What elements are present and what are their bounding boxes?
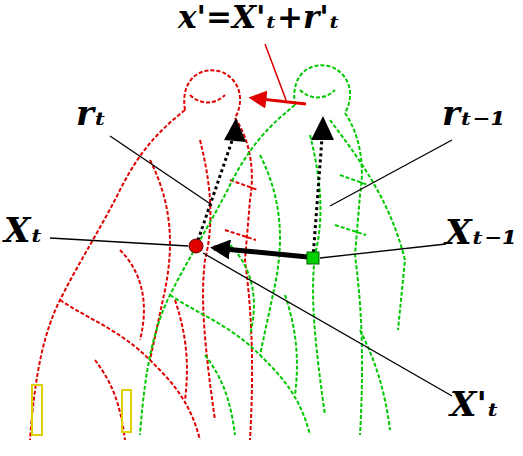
dotted-vector xyxy=(196,138,233,246)
arrow-head xyxy=(224,118,246,142)
leader-lines xyxy=(50,136,452,396)
vector-label: rₜ₋₁ xyxy=(440,95,507,132)
green-silhouette xyxy=(140,65,368,435)
vector-label: rₜ xyxy=(74,95,109,132)
green-edge xyxy=(330,120,405,430)
vector-label: Xₜ xyxy=(2,212,45,249)
vector-label: X'ₜ xyxy=(448,386,501,423)
red-silhouette xyxy=(30,70,258,440)
red-point xyxy=(189,239,203,253)
arrow-head xyxy=(311,116,334,140)
vector-label: Xₜ₋₁ xyxy=(443,214,519,251)
yellow-edge xyxy=(32,385,42,435)
green-point xyxy=(307,252,319,264)
equation-label: x'=X'ₜ+r'ₜ xyxy=(176,0,342,34)
leader-line xyxy=(265,44,286,100)
motion-arrow xyxy=(214,248,308,257)
dotted-vector xyxy=(313,138,322,258)
red-arrow xyxy=(252,98,306,104)
yellow-edge xyxy=(122,390,131,432)
